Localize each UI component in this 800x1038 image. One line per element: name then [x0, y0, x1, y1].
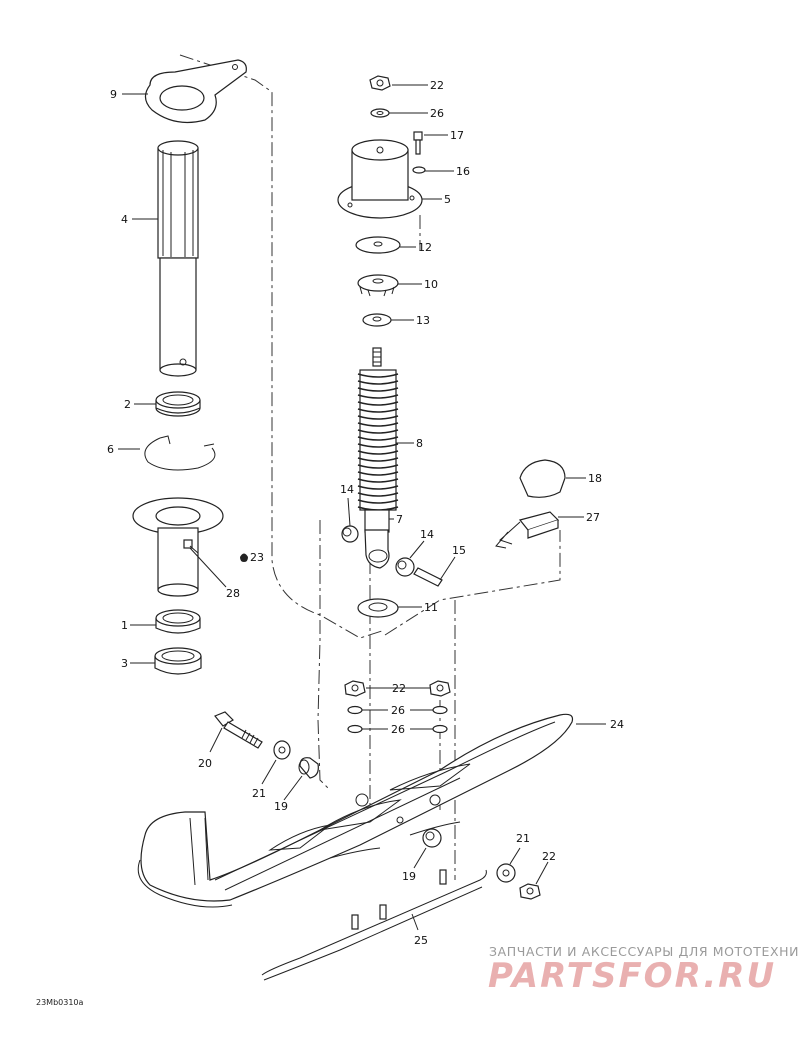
part-8-shock-absorber	[357, 347, 399, 533]
label-24: 24	[610, 718, 624, 731]
part-11-washer	[357, 598, 399, 618]
label-18: 18	[588, 472, 602, 485]
label-28: 28	[226, 587, 240, 600]
part-19-bushing-left	[298, 757, 319, 779]
part-21-washer-right	[496, 863, 516, 883]
label-2: 2	[124, 398, 131, 411]
label-17: 17	[450, 129, 464, 142]
part-5-cup-housing	[337, 139, 423, 219]
label-14-right: 14	[420, 528, 434, 541]
part-2-bushing	[155, 391, 201, 417]
label-6: 6	[107, 443, 114, 456]
part-labels: 9 4 2 6 1 3 23 28 22 26 17 16 5 12 10 13…	[107, 79, 624, 947]
part-9-ring-bracket	[144, 59, 247, 123]
part-7-eyelet	[364, 529, 390, 569]
spring-coil	[357, 422, 399, 427]
part-4-splined-shaft	[157, 140, 199, 377]
spring-coil	[357, 471, 399, 476]
part-18-cap	[519, 459, 566, 498]
label-22-top: 22	[430, 79, 444, 92]
part-15-pin	[413, 567, 443, 587]
part-10-spring-seat	[357, 274, 399, 297]
label-9: 9	[110, 88, 117, 101]
label-23: 23	[250, 551, 264, 564]
label-11: 11	[424, 601, 438, 614]
part-13-washer	[362, 313, 392, 327]
label-19-right: 19	[402, 870, 416, 883]
spring-coil	[357, 492, 399, 497]
label-13: 13	[416, 314, 430, 327]
part-27-key	[495, 511, 560, 549]
watermark-tagline: ЗАПЧАСТИ И АКСЕССУАРЫ ДЛЯ МОТОТЕХНИКИ	[489, 944, 800, 959]
label-26-mid1: 26	[391, 704, 405, 717]
spring-coil	[357, 387, 399, 392]
label-20: 20	[198, 757, 212, 770]
part-26-washers-mid	[347, 705, 448, 734]
label-21-right: 21	[516, 832, 530, 845]
label-10: 10	[424, 278, 438, 291]
spring-coil	[357, 485, 399, 490]
label-19-left: 19	[274, 800, 288, 813]
spring-coil	[357, 373, 399, 378]
part-22-nut-top	[369, 75, 391, 91]
spring-coil	[357, 478, 399, 483]
label-15: 15	[452, 544, 466, 557]
label-26-top: 26	[430, 107, 444, 120]
part-6-circlip	[144, 435, 216, 471]
part-12-washer	[355, 236, 401, 254]
spring-coil	[357, 499, 399, 504]
label-16: 16	[456, 165, 470, 178]
spring-coil	[357, 415, 399, 420]
label-22-bottom: 22	[542, 850, 556, 863]
assembly-guide-lines	[179, 54, 561, 880]
part-25-runner	[261, 869, 487, 981]
part-housing-flange	[132, 497, 224, 597]
part-26-washer-top	[370, 108, 390, 118]
label-4: 4	[121, 213, 128, 226]
label-8: 8	[416, 437, 423, 450]
label-27: 27	[586, 511, 600, 524]
label-22-mid: 22	[392, 682, 406, 695]
spring-coil	[357, 450, 399, 455]
label-7: 7	[396, 513, 403, 526]
label-26-mid2: 26	[391, 723, 405, 736]
label-1: 1	[121, 619, 128, 632]
label-25: 25	[414, 934, 428, 947]
spring-coil	[357, 464, 399, 469]
label-14-left: 14	[340, 483, 354, 496]
label-21-left: 21	[252, 787, 266, 800]
part-22-nut-left	[344, 680, 366, 697]
part-20-bolt	[214, 711, 263, 749]
drawing-code: 23Mb0310a	[36, 998, 84, 1007]
spring-coil	[357, 436, 399, 441]
part-14-bushing-right	[395, 557, 415, 577]
part-19-bushing-right	[422, 828, 442, 848]
part-17-screw	[413, 131, 423, 155]
label-3: 3	[121, 657, 128, 670]
spring-coil	[357, 380, 399, 385]
part-3-ring	[154, 647, 202, 675]
spring-coil	[357, 408, 399, 413]
part-22-nut-right	[429, 680, 451, 697]
spring-coil	[357, 401, 399, 406]
part-24-ski	[137, 713, 574, 908]
label-12: 12	[418, 241, 432, 254]
part-21-washer-left	[273, 740, 291, 760]
spring-coil	[357, 457, 399, 462]
spring-coil	[357, 394, 399, 399]
part-14-bushing-left	[341, 525, 359, 543]
watermark-logo: PARTSFOR.RU	[488, 956, 777, 996]
spring-coil	[357, 429, 399, 434]
spring-coil	[357, 443, 399, 448]
part-22-nut-bottom	[519, 883, 541, 900]
part-16-washer	[412, 166, 426, 174]
leader-lines	[118, 84, 606, 931]
part-1-bushing	[155, 609, 201, 634]
label-5: 5	[444, 193, 451, 206]
grease-icon	[240, 553, 248, 562]
